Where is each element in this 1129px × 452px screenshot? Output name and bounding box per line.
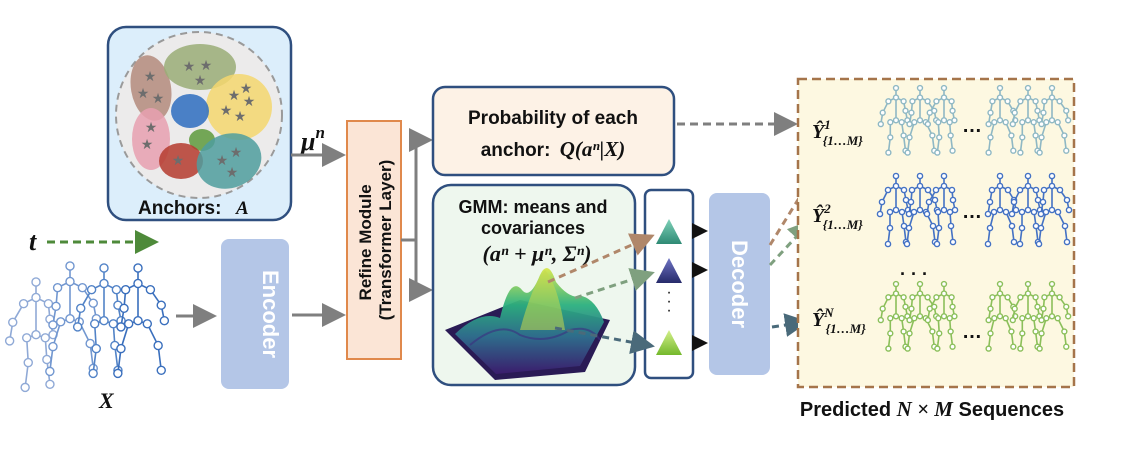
- anchor-star-icon: ★: [141, 136, 154, 152]
- pose-skeleton: [876, 172, 912, 248]
- anchors-label: Anchors:: [138, 198, 221, 219]
- output-ellipsis-1: …: [962, 115, 982, 137]
- pose-skeleton: [904, 84, 940, 156]
- pose-skeleton: [1036, 280, 1072, 352]
- refine-branch-lines: [401, 138, 426, 292]
- anchor-star-icon: ★: [137, 85, 150, 101]
- encoder-label: Encoder: [258, 270, 283, 358]
- anchor-cluster: [130, 55, 172, 121]
- output-ellipsis-3: …: [962, 321, 982, 343]
- sample-triangle-1: [656, 219, 682, 244]
- svg-text:·: ·: [666, 302, 671, 319]
- samples-ellipsis: ·: [666, 284, 671, 301]
- output-panel: Ŷ1{1…M} … Ŷ2{1…M} … · · · ŶN{1…M} …: [796, 77, 1076, 389]
- anchor-star-icon: ★: [144, 68, 157, 84]
- anchor-star-icon: ★: [220, 102, 233, 118]
- samples-panel: · · ·: [643, 188, 695, 380]
- anchor-star-icon: ★: [183, 58, 196, 74]
- output-ellipsis-2: …: [962, 201, 982, 223]
- input-label: X: [98, 388, 115, 413]
- anchor-clusters: ★★★★★★★★★★★★★★★★★: [130, 44, 272, 189]
- input-pose-sequence: [4, 261, 170, 393]
- svg-text:·: ·: [666, 293, 671, 310]
- gmm-sample-arrow-2: [574, 268, 655, 300]
- output-label-3: ŶN{1…M}: [812, 305, 866, 336]
- anchor-star-icon: ★: [216, 152, 229, 168]
- sample-triangle-2: [656, 258, 682, 283]
- output-label-1: Ŷ1{1…M}: [812, 117, 863, 148]
- anchor-star-icon: ★: [228, 87, 241, 103]
- svg-text:μn: μn: [299, 123, 325, 156]
- anchor-cluster: [196, 133, 262, 189]
- pose-skeleton: [1008, 172, 1044, 248]
- pose-skeleton: [877, 84, 911, 156]
- gmm-line2: covariances: [481, 218, 585, 238]
- mu-label: μn: [299, 123, 325, 156]
- anchor-star-icon: ★: [230, 144, 243, 160]
- anchor-star-icon: ★: [145, 119, 158, 135]
- output-label-2: Ŷ2{1…M}: [812, 201, 863, 232]
- gmm-sample-arrow-3: [554, 326, 655, 354]
- sample-triangle-3: [656, 330, 682, 355]
- pose-skeleton: [1036, 84, 1072, 156]
- gmm-surface-plot: [445, 267, 610, 380]
- pose-skeleton: [1035, 172, 1073, 248]
- gmm-formula: (aⁿ + μⁿ, Σⁿ): [483, 241, 592, 266]
- pose-skeleton: [1009, 280, 1043, 352]
- gmm-line1: GMM: means and: [458, 197, 607, 217]
- pose-skeleton: [924, 280, 958, 352]
- pose-skeleton: [924, 84, 958, 156]
- probability-line2-text: anchor:: [481, 140, 551, 161]
- anchor-cluster: [164, 44, 236, 90]
- anchor-star-icon: ★: [172, 152, 185, 168]
- anchor-cluster: [159, 143, 203, 179]
- decoder-block: Decoder: [709, 193, 770, 375]
- anchor-star-icon: ★: [226, 164, 239, 180]
- svg-text:anchor: Q(aⁿ|X): anchor: Q(aⁿ|X): [481, 137, 626, 161]
- refine-module-block: Refine Module (Transformer Layer): [346, 120, 402, 360]
- decoder-label: Decoder: [727, 240, 752, 328]
- pose-skeleton: [45, 261, 102, 377]
- anchor-star-icon: ★: [152, 90, 165, 106]
- refine-label-line2: (Transformer Layer): [376, 160, 395, 321]
- anchor-star-icon: ★: [240, 80, 253, 96]
- pose-skeleton: [923, 172, 959, 248]
- pose-skeleton: [985, 84, 1019, 156]
- anchor-cluster: [206, 74, 272, 140]
- time-label: t: [29, 227, 37, 256]
- probability-line1: Probability of each: [468, 108, 638, 129]
- predicted-caption: Predicted N × M Sequences: [800, 397, 1064, 421]
- gmm-box: GMM: means and covariances (aⁿ + μⁿ, Σⁿ): [431, 183, 637, 387]
- output-pose-sequences: [876, 84, 1073, 352]
- probability-formula: Q(aⁿ|X): [560, 137, 626, 161]
- anchor-star-icon: ★: [234, 108, 247, 124]
- output-vertical-ellipsis: · · ·: [900, 264, 928, 284]
- svg-text:Refine Module (Transform: Refine Module (Transformer Layer): [356, 160, 395, 321]
- probability-box: Probability of each anchor: Q(aⁿ|X): [431, 85, 676, 177]
- anchor-star-icon: ★: [243, 93, 256, 109]
- refine-label-line1: Refine Module: [356, 184, 375, 300]
- anchors-panel: ★★★★★★★★★★★★★★★★★ Anchors: A: [106, 25, 293, 222]
- anchors-symbol: A: [235, 198, 249, 219]
- pose-skeleton: [903, 172, 941, 248]
- anchor-star-icon: ★: [194, 72, 207, 88]
- pose-skeleton: [113, 263, 170, 379]
- encoder-block: Encoder: [221, 239, 289, 389]
- pose-skeleton: [877, 280, 911, 352]
- anchor-cluster: [171, 94, 209, 128]
- gmm-sample-arrow-1: [547, 233, 655, 284]
- anchor-star-icon: ★: [200, 57, 213, 73]
- pose-skeleton: [4, 277, 58, 393]
